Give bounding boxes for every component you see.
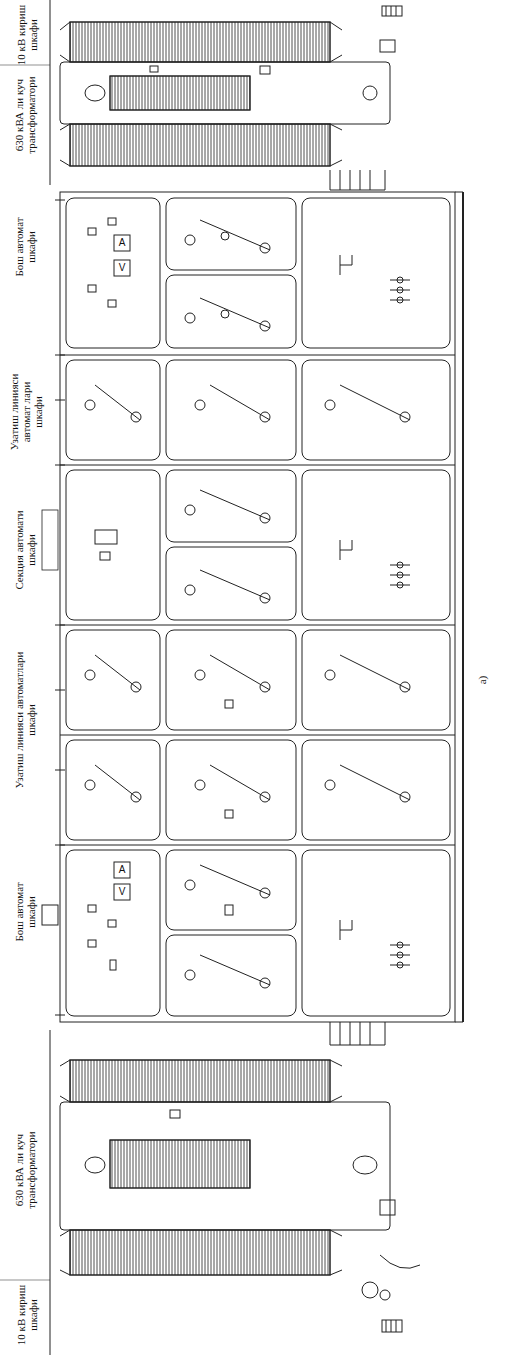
meter-letter: V: [116, 887, 128, 897]
figure-letter: а): [476, 668, 488, 692]
meter-letter: V: [116, 263, 128, 273]
transformer-bottom: [60, 1022, 420, 1332]
meter-box: [114, 260, 130, 276]
meter-box: [114, 884, 130, 900]
transformer-top: [60, 6, 402, 190]
section-label: 630 кВА ли куч трансформатори: [13, 59, 37, 171]
meter-box: [114, 862, 130, 878]
section-label: Узатиш линияси автоматлари шкафи: [13, 645, 37, 795]
meter-letter: A: [116, 238, 128, 248]
section-label: Узатиш линияси автомат лари шкафи: [8, 368, 44, 456]
section-label: Бош автомат шкафи: [13, 867, 37, 957]
section-label: 10 кВ кириш шкафи: [15, 4, 39, 66]
meter-letter: A: [116, 865, 128, 875]
switchgear: [42, 192, 463, 1022]
section-label: 10 кВ кириш шкафи: [15, 1284, 39, 1346]
section-label: Бош автомат шкафи: [13, 202, 37, 292]
section-label: Секция автомати шкафи: [13, 495, 37, 605]
section-label: 630 кВА ли куч трансформатори: [13, 1095, 37, 1245]
meter-box: [114, 235, 130, 251]
